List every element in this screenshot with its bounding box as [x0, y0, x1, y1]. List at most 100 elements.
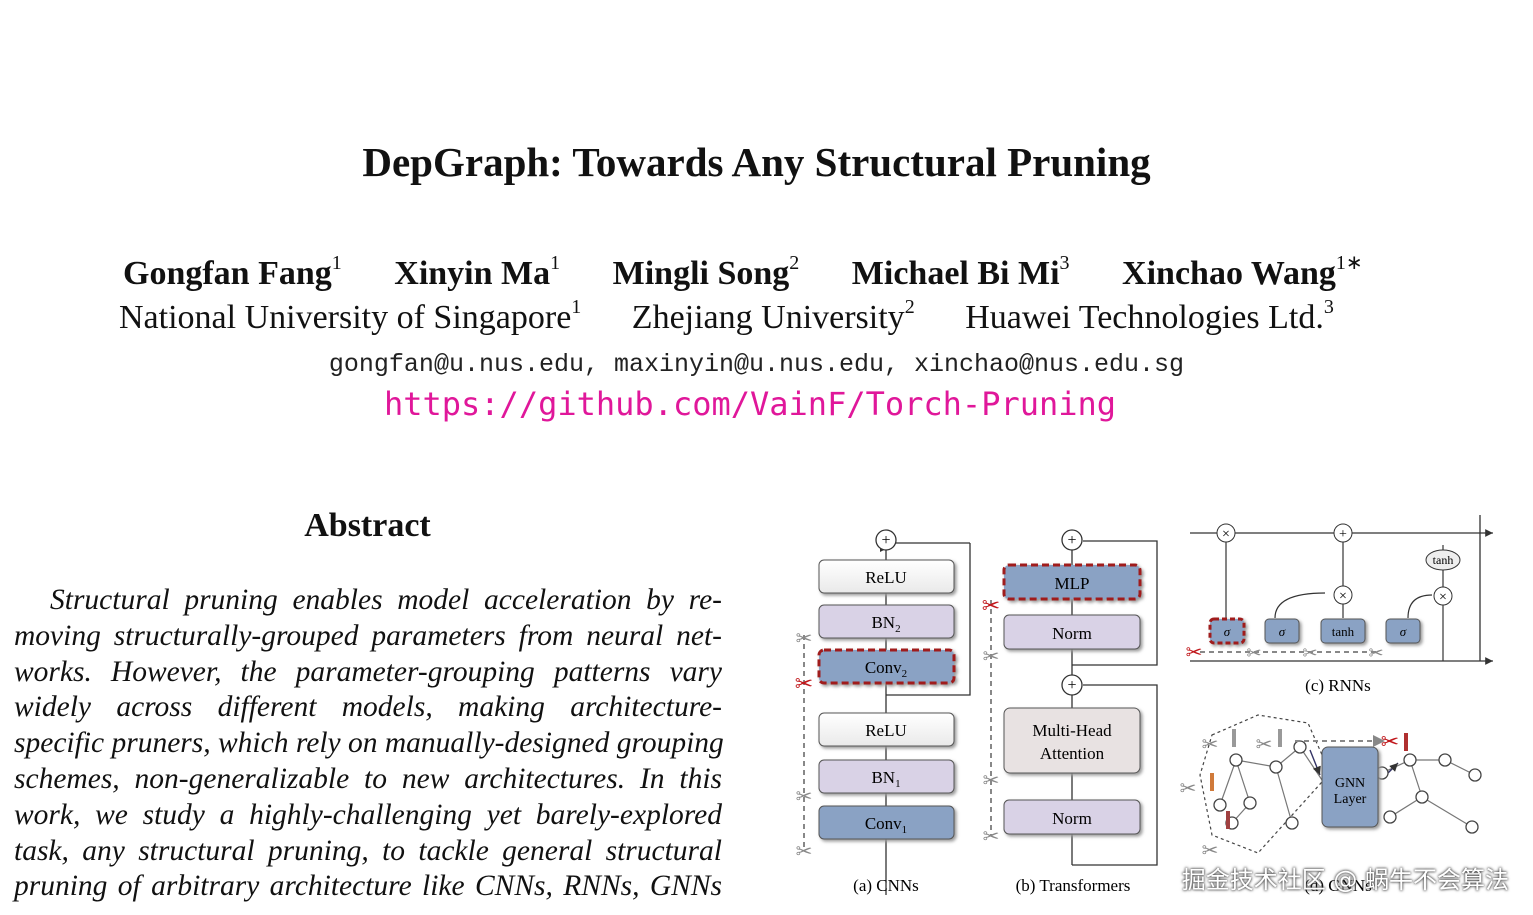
scissors-icon: ✂: [795, 671, 813, 696]
tanh-label: tanh: [1433, 553, 1454, 567]
feature-vector: [1210, 773, 1214, 791]
scissors-icon: ✂: [1381, 729, 1399, 754]
scissors-icon: ✂: [1202, 734, 1219, 756]
multiply-node-icon: [1216, 523, 1236, 543]
gate-label: σ: [1279, 624, 1286, 639]
block-label: Multi-Head: [1032, 721, 1112, 740]
transformer-panel: + + MLP Norm Multi-Head Attention Norm ✂…: [982, 529, 1158, 895]
add-node-icon: [1333, 523, 1353, 543]
transformer-block: Multi-Head Attention: [1003, 707, 1141, 774]
abstract-line: task, any structural pruning, to tackle …: [14, 834, 722, 867]
gate-label: σ: [1224, 624, 1231, 639]
block-label: Norm: [1052, 624, 1092, 643]
paper-title: DepGraph: Towards Any Structural Pruning: [362, 139, 1151, 185]
transformer-block: Norm: [1003, 799, 1141, 835]
scissors-icon: ✂: [1256, 734, 1273, 756]
block-label: Layer: [1334, 792, 1367, 807]
gate-label: tanh: [1332, 624, 1355, 639]
multiply-node-icon: [1433, 586, 1453, 606]
block-label: BN: [871, 613, 895, 632]
scissors-icon: ✂: [1186, 642, 1203, 664]
author-2: Xinyin Ma1: [394, 252, 561, 292]
author-5: Xinchao Wang1∗: [1122, 252, 1363, 292]
feature-vector: [1232, 729, 1236, 747]
graph-node: [1468, 768, 1482, 782]
times-symbol: ×: [1222, 527, 1230, 542]
graph-node: [1269, 760, 1283, 774]
author-emails: gongfan@u.nus.edu, maxinyin@u.nus.edu, x…: [328, 350, 1185, 379]
abstract-line: work, we study a highly-challenging yet …: [14, 798, 722, 831]
block-label: Attention: [1040, 744, 1105, 763]
svg-text:ReLU: ReLU: [865, 721, 907, 740]
affiliation-1: National University of Singapore1: [119, 296, 582, 336]
gate-label: σ: [1400, 624, 1407, 639]
scissors-icon: ✂: [983, 646, 1000, 668]
graph-node: [1213, 798, 1227, 812]
cnn-block-pruned: Conv2: [817, 648, 956, 685]
abstract-line: schemes, non-generalizable to new archit…: [14, 762, 722, 795]
plus-symbol: +: [1339, 527, 1347, 542]
graph-node: [1438, 753, 1452, 767]
block-label: BN: [871, 768, 895, 787]
feature-vector: [1404, 733, 1408, 751]
block-label: Conv: [865, 658, 902, 677]
affiliation-list: National University of Singapore1 Zhejia…: [119, 296, 1334, 337]
scissors-icon: ✂: [1202, 840, 1219, 862]
graph-node: [1383, 810, 1397, 824]
scissors-icon: ✂: [796, 841, 813, 863]
svg-text:Conv1: Conv1: [865, 814, 907, 836]
graph-nodes: [1213, 740, 1482, 834]
gnn-panel: GNN Layer ✂ ✂ ✂ ✂ ✂ (d) GNNs: [1180, 714, 1482, 895]
times-symbol: ×: [1439, 590, 1447, 605]
rnn-gate: tanh: [1320, 618, 1366, 644]
graph-node: [1285, 816, 1299, 830]
scissors-icon: ✂: [796, 786, 813, 808]
figure-caption: (d) GNNs: [1304, 876, 1372, 895]
graph-node: [1465, 820, 1479, 834]
graph-node: [1243, 796, 1257, 810]
author-1: Gongfan Fang1: [123, 252, 342, 292]
scissors-icon: ✂: [1180, 778, 1197, 800]
scissors-icon: ✂: [1302, 643, 1317, 663]
cnn-block: BN1: [818, 759, 955, 794]
abstract-heading: Abstract: [304, 507, 431, 544]
author-list: Gongfan Fang1 Xinyin Ma1 Mingli Song2 Mi…: [123, 252, 1363, 293]
rnn-gate-pruned: σ: [1208, 617, 1246, 645]
transformer-block-pruned: MLP: [1002, 563, 1142, 601]
scissors-icon: ✂: [983, 826, 1000, 848]
cnn-block: ReLU: [818, 712, 955, 747]
scissors-icon: ✂: [983, 770, 1000, 792]
svg-text:BN1: BN1: [871, 768, 900, 790]
abstract-line: widely across different models, making a…: [14, 691, 722, 724]
scissors-icon: ✂: [982, 593, 1000, 618]
figure-caption: (b) Transformers: [1016, 876, 1131, 895]
add-node-icon: [1061, 529, 1083, 551]
affiliation-3: Huawei Technologies Ltd.3: [965, 296, 1334, 336]
affiliation-2: Zhejiang University2: [631, 296, 915, 336]
graph-node: [1403, 753, 1417, 767]
plus-symbol: +: [881, 532, 890, 549]
author-4: Michael Bi Mi3: [851, 252, 1070, 292]
tanh-activation: [1425, 549, 1461, 571]
graph-node: [1415, 790, 1429, 804]
abstract-line: moving structurally-grouped parameters f…: [14, 619, 722, 652]
rnn-panel: × + × × tanh σ σ tanh σ ✂ ✂ ✂ ✂ (c) RNNs: [1186, 515, 1493, 695]
author-3: Mingli Song2: [612, 252, 800, 292]
cnn-block: Conv1: [818, 805, 955, 840]
svg-text:ReLU: ReLU: [865, 568, 907, 587]
block-label: ReLU: [865, 568, 907, 587]
abstract-line: Structural pruning enables model acceler…: [50, 584, 722, 616]
plus-symbol: +: [1067, 532, 1076, 549]
rnn-gate: σ: [1385, 618, 1421, 644]
feature-vector: [1278, 729, 1282, 747]
add-node-icon: [875, 529, 897, 551]
abstract-line: works. However, the parameter-grouping p…: [14, 655, 722, 688]
repo-link[interactable]: https://github.com/VainF/Torch-Pruning: [383, 385, 1117, 423]
figure-caption: (c) RNNs: [1305, 676, 1371, 695]
abstract-line: specific pruners, which rely on manually…: [14, 727, 724, 760]
block-label: ReLU: [865, 721, 907, 740]
graph-node: [1293, 740, 1307, 754]
scissors-icon: ✂: [796, 628, 813, 650]
abstract-body: Structural pruning enables model acceler…: [14, 583, 724, 905]
block-label: Norm: [1052, 809, 1092, 828]
